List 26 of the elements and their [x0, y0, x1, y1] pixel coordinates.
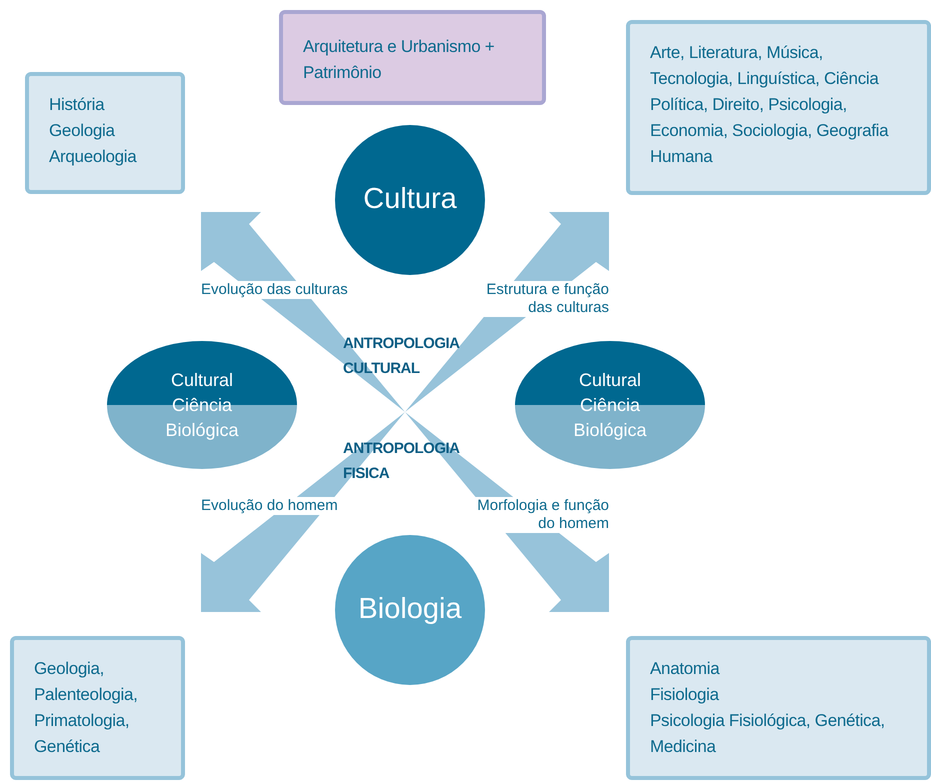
discipline-box: [626, 20, 931, 195]
box-text: Arte, Literatura, Música, Tecnologia, Linguística, Ciência Política, Direito, Psicologia, Economia, Sociologia, Geografia Humana: [650, 42, 890, 168]
box-text: História: [49, 94, 106, 116]
split-ellipse: [107, 341, 297, 469]
discipline-box: [25, 72, 185, 194]
split-ellipse: [515, 341, 705, 469]
edge-label: Evolução das culturas: [199, 281, 350, 299]
field-label: ANTROPOLOGIA CULTURAL: [343, 334, 460, 379]
box-text: Anatomia: [650, 658, 721, 680]
discipline-box: [626, 636, 931, 780]
box-text: Psicologia Fisiológica, Genética, Medicina: [650, 710, 886, 758]
box-text: Arquitetura e Urbanismo + Patrimônio: [303, 36, 496, 84]
topic-box: [279, 10, 546, 105]
discipline-box: [10, 636, 185, 780]
box-text: Fisiologia: [650, 684, 720, 706]
box-text: Arqueologia: [49, 146, 138, 168]
field-label: ANTROPOLOGIA FISICA: [343, 439, 460, 484]
edge-label: Evolução do homem: [199, 497, 340, 515]
ellipse-text: Ciência Biológica: [572, 394, 648, 442]
ellipse-text: Ciência Biológica: [164, 394, 240, 442]
ellipse-text: Cultural: [578, 368, 642, 392]
ellipse-text: Cultural: [170, 368, 234, 392]
box-text: Geologia, Palenteologia, Primatologia, Genética: [34, 658, 139, 758]
circle-text: Cultura: [363, 182, 457, 218]
box-text: Geologia: [49, 120, 116, 142]
circle-text: Biologia: [358, 592, 462, 628]
